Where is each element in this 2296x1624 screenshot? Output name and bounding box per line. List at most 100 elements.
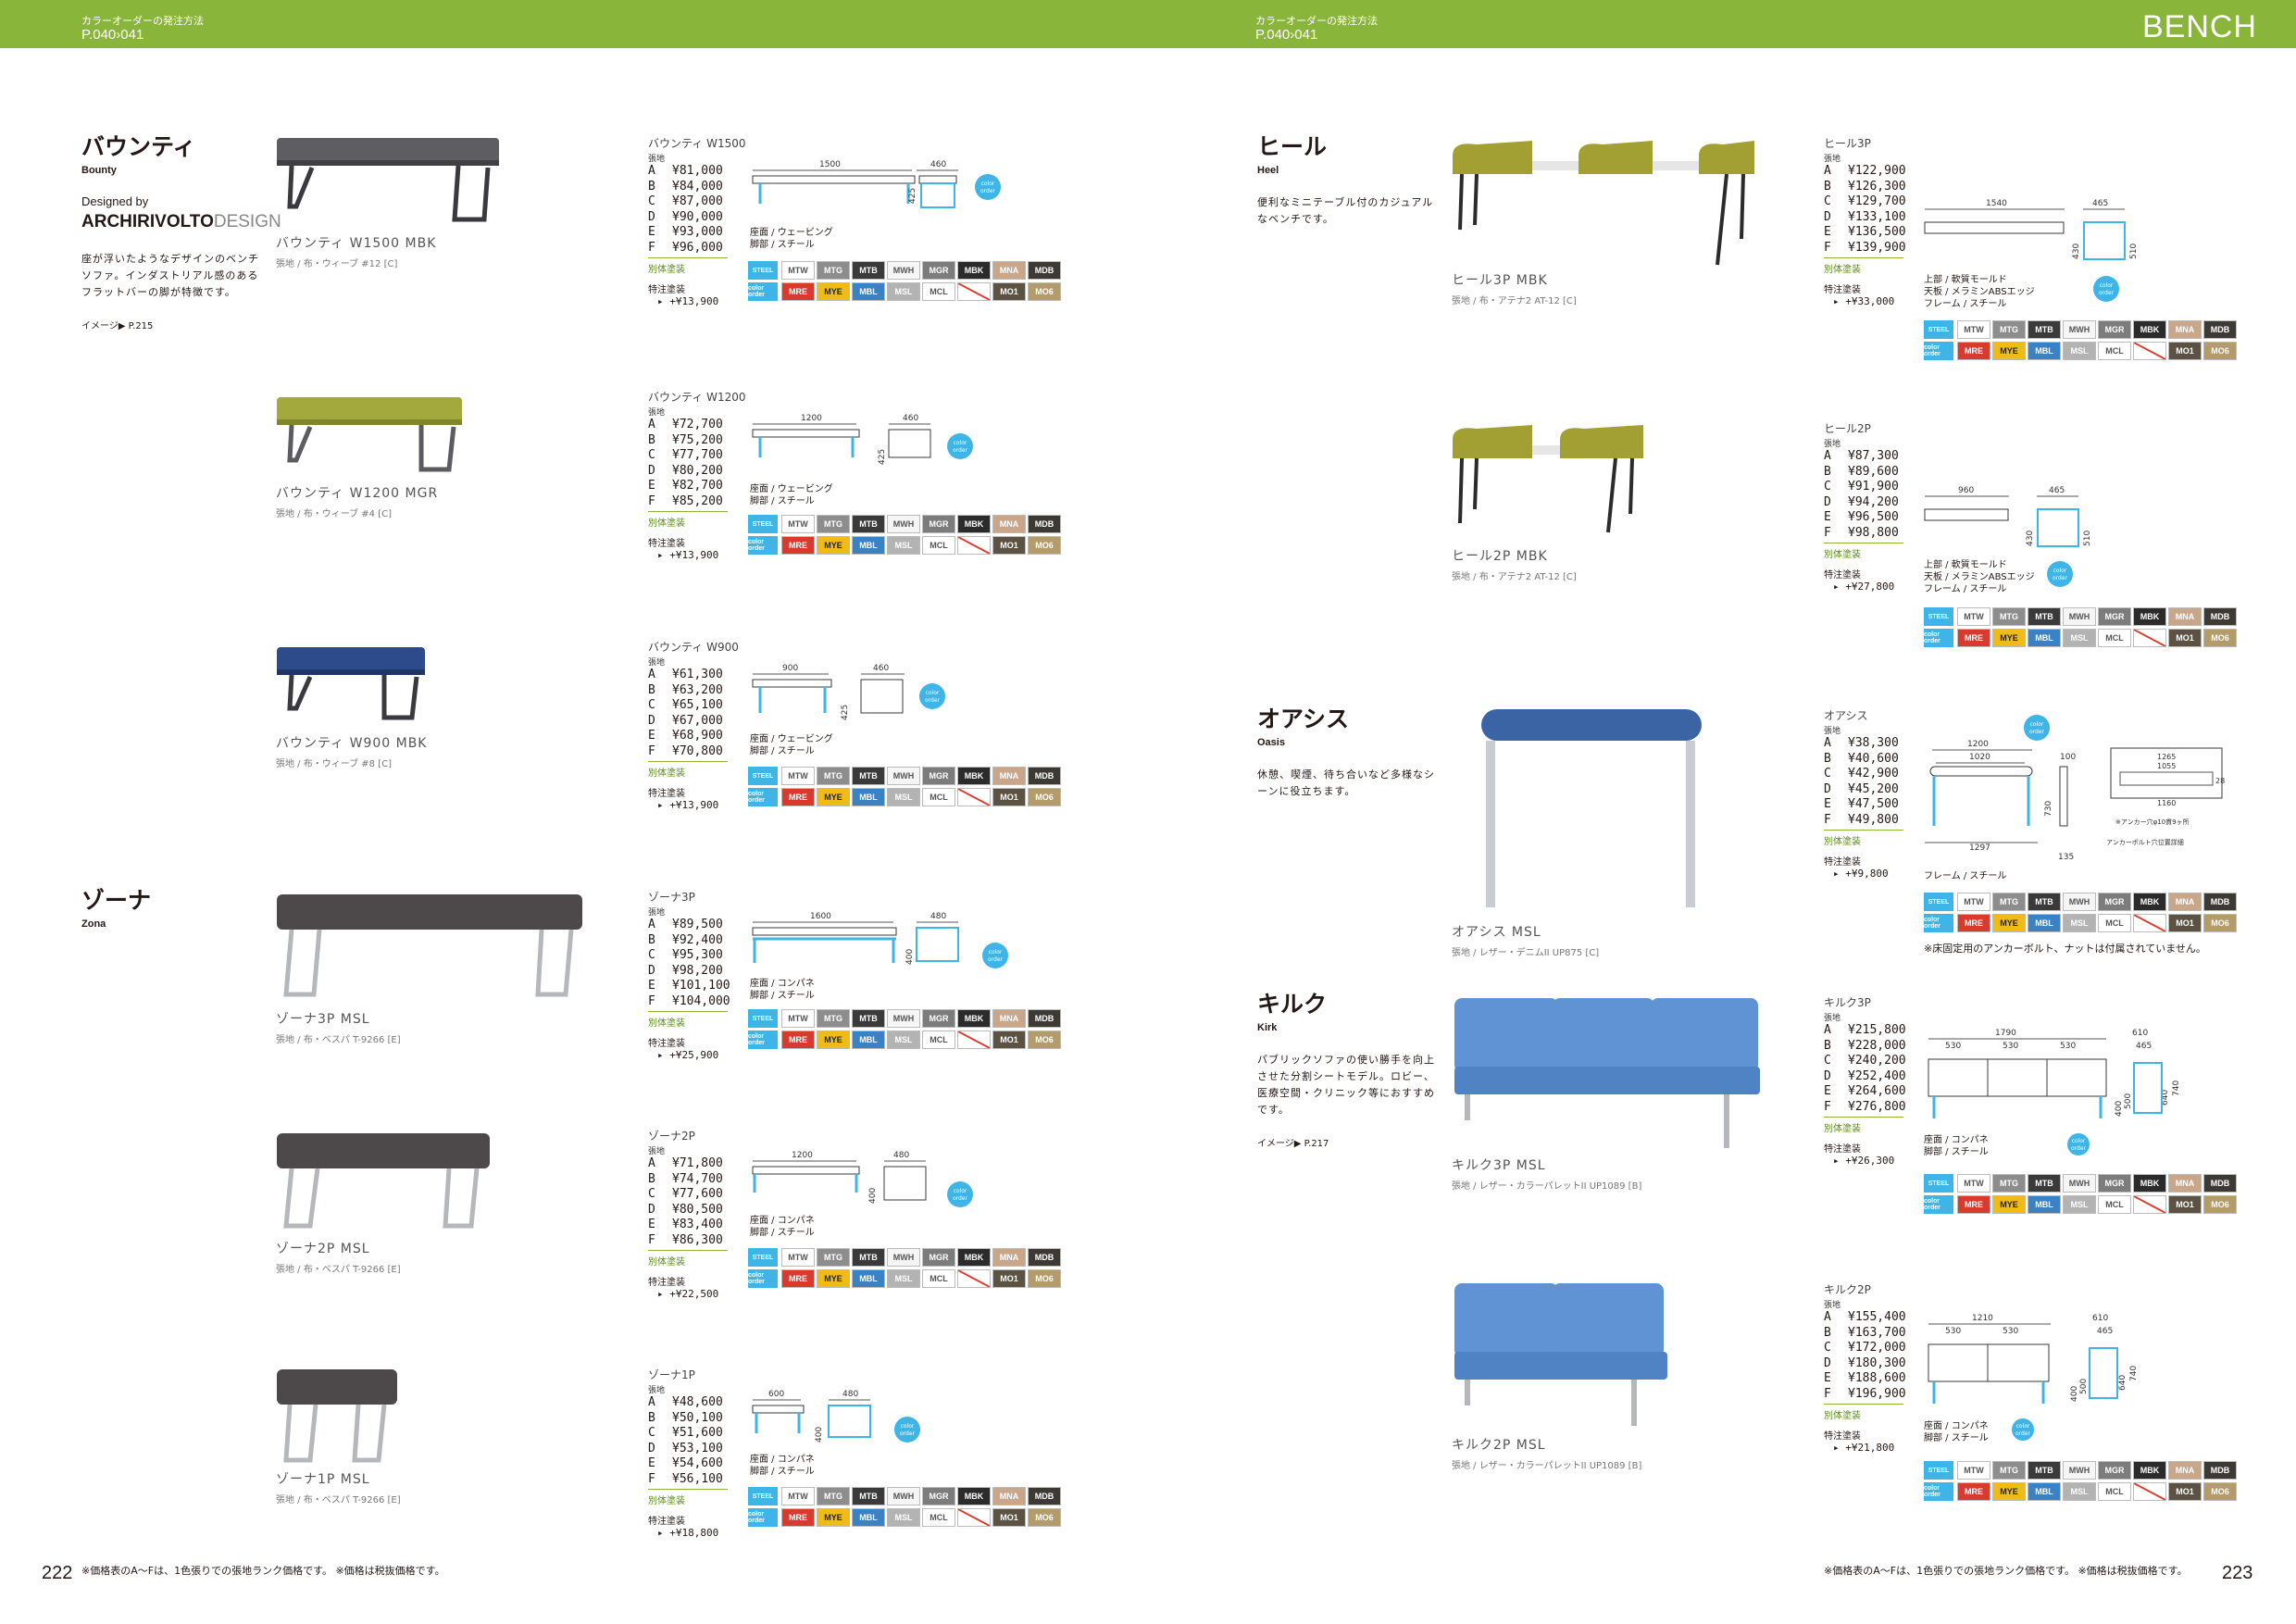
bench-image-bounty-w900 [277, 647, 425, 720]
color-swatch: MGR [922, 261, 955, 280]
color-swatch: MNA [992, 1487, 1026, 1505]
price-row: F¥139,900 [1824, 241, 1906, 256]
header-bar: カラーオーダーの発注方法 P.040›041 カラーオーダーの発注方法 P.04… [0, 0, 2296, 48]
price-rank: C [1824, 1054, 1831, 1068]
color-swatch [957, 1031, 991, 1049]
color-swatch: MSL [887, 1508, 920, 1527]
price-rank: A [648, 668, 655, 681]
svg-text:480: 480 [893, 1151, 909, 1160]
color-swatch: MRE [1957, 914, 1990, 932]
color-swatch: MWH [2063, 607, 2096, 626]
special-paint-price: ▸ +¥9,800 [1833, 868, 1889, 880]
color-swatch: MBK [2133, 1461, 2166, 1480]
svg-text:530: 530 [1945, 1327, 1961, 1336]
color-swatch: MWH [2063, 1174, 2096, 1193]
price-rank: A [1824, 1023, 1831, 1037]
color-swatch: MSL [2063, 342, 2096, 360]
color-swatch: MTB [852, 1009, 885, 1028]
color-swatch: MGR [2098, 1174, 2131, 1193]
price-value: ¥87,300 [1848, 449, 1899, 463]
price-upholstery-label: 張地 [648, 155, 666, 164]
color-swatch: MRE [781, 1031, 815, 1049]
image-link[interactable]: イメージ▶ P.215 [81, 321, 154, 331]
svg-text:order: order [925, 697, 941, 704]
special-paint-price: ▸ +¥26,300 [1833, 1155, 1895, 1167]
svg-text:640: 640 [2118, 1375, 2128, 1391]
material-list: 座面 / コンパネ脚部 / スチール [750, 1215, 815, 1239]
price-value: ¥84,000 [672, 179, 723, 194]
steel-label: STEEL [1924, 607, 1953, 626]
material-list: 座面 / コンパネ脚部 / スチール [1924, 1420, 1989, 1444]
material-line: フレーム / スチール [1924, 584, 2007, 594]
color-swatch: MTG [817, 1009, 850, 1028]
color-order-pages-right: P.040›041 [1255, 27, 1318, 43]
price-rank: B [648, 432, 655, 447]
color-swatch: MNA [992, 767, 1026, 785]
color-swatch [957, 536, 991, 555]
color-swatch: MBK [2133, 1174, 2166, 1193]
color-swatch: MTG [817, 767, 850, 785]
color-swatch: MTG [1992, 893, 2026, 911]
price-value: ¥65,100 [672, 698, 723, 712]
price-value: ¥104,000 [672, 993, 730, 1008]
price-row: B¥126,300 [1824, 180, 1906, 195]
price-rank: E [648, 979, 655, 993]
price-rank: C [1824, 767, 1831, 781]
series-en: Zona [81, 918, 106, 930]
price-row: A¥38,300 [1824, 736, 1903, 752]
color-swatch: MYE [1992, 1482, 2026, 1501]
color-swatch: MRE [781, 536, 815, 555]
color-swatch: MTG [1992, 320, 2026, 339]
svg-text:500: 500 [2079, 1379, 2089, 1394]
price-value: ¥180,300 [1848, 1355, 1906, 1370]
price-rule [648, 511, 728, 512]
color-swatch: MYE [1992, 1195, 2026, 1214]
price-value: ¥67,000 [672, 713, 723, 728]
color-order-label: カラーオーダーの発注方法 [81, 15, 204, 27]
price-value: ¥72,700 [672, 418, 723, 431]
material-line: 座面 / コンパネ [750, 979, 815, 989]
color-swatch: MBK [957, 767, 991, 785]
color-swatch: MO6 [1028, 1031, 1061, 1049]
price-rank: E [648, 479, 655, 493]
color-swatch: MGR [2098, 607, 2131, 626]
series-desc: 休憩、喫煙、待ち合いなど多様なシーンに役立ちます。 [1257, 768, 1435, 797]
image-link[interactable]: イメージ▶ P.217 [1257, 1139, 1329, 1149]
price-rule [1824, 830, 1903, 831]
designer-logo: ARCHIRIVOLTODESIGN [81, 212, 281, 231]
price-product-name: バウンティ W1500 [648, 137, 746, 150]
price-rank: D [648, 1441, 655, 1455]
price-value: ¥48,600 [672, 1395, 723, 1409]
svg-text:100: 100 [2060, 753, 2076, 762]
material-line: 脚部 / スチール [750, 240, 815, 250]
bench-image-heel-3p [1453, 141, 1754, 266]
price-row: A¥155,400 [1824, 1310, 1906, 1326]
price-rank: B [648, 1410, 655, 1425]
series-en: Bounty [81, 165, 117, 176]
price-value: ¥252,400 [1848, 1068, 1906, 1083]
svg-text:465: 465 [2136, 1042, 2152, 1051]
price-rank: C [648, 698, 655, 712]
price-row: D¥252,400 [1824, 1069, 1906, 1085]
price-rank: C [648, 1426, 655, 1440]
series-title: オアシス [1257, 706, 1350, 732]
color-swatch: MSL [887, 1269, 920, 1288]
price-product-name: キルク3P [1824, 996, 1871, 1009]
material-line: 座面 / ウェービング [750, 734, 833, 744]
special-paint-label: 特注塗装 [1824, 285, 1861, 295]
price-rule [1824, 1404, 1903, 1405]
bench-image-zona-1p [277, 1369, 397, 1463]
svg-text:1210: 1210 [1972, 1314, 1993, 1323]
price-product-name: ゾーナ1P [648, 1368, 695, 1381]
color-swatch: MBK [957, 1487, 991, 1505]
price-row: B¥40,600 [1824, 752, 1903, 768]
price-rank: D [648, 713, 655, 728]
price-rank: C [1824, 480, 1831, 493]
price-rank: B [648, 682, 655, 697]
